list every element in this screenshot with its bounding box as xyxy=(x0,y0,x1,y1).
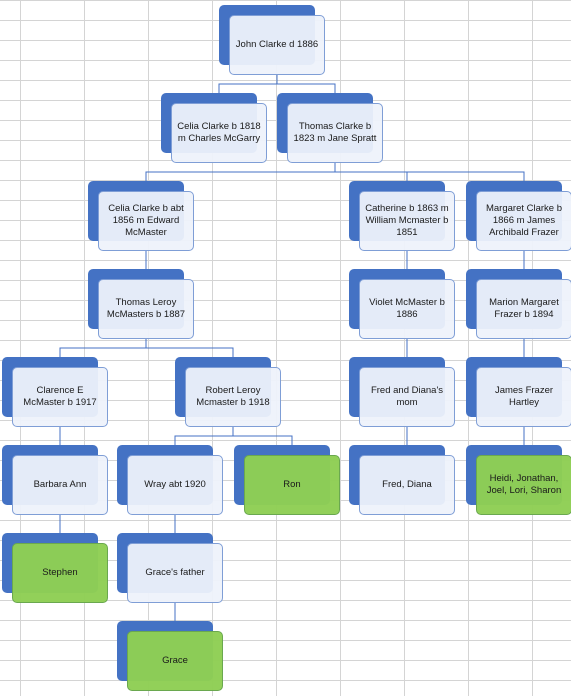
connector-john-celia1 xyxy=(218,75,278,93)
node-label: Marion Margaret Frazer b 1894 xyxy=(476,279,571,339)
node-label: Catherine b 1863 m William Mcmaster b 18… xyxy=(359,191,455,251)
node-label: Fred, Diana xyxy=(359,455,455,515)
node-label: Clarence E McMaster b 1917 xyxy=(12,367,108,427)
node-label: Fred and Diana's mom xyxy=(359,367,455,427)
node-label: Margaret Clarke b 1866 m James Archibald… xyxy=(476,191,571,251)
connector-john-thomas xyxy=(276,75,336,93)
node-label: Thomas Clarke b 1823 m Jane Spratt xyxy=(287,103,383,163)
node-label: Grace xyxy=(127,631,223,691)
connector-thomas-celia2 xyxy=(145,163,336,181)
node-label: Celia Clarke b 1818 m Charles McGarry xyxy=(171,103,267,163)
connector-robert-ron xyxy=(232,427,293,445)
node-label: Thomas Leroy McMasters b 1887 xyxy=(98,279,194,339)
node-label: Robert Leroy Mcmaster b 1918 xyxy=(185,367,281,427)
connector-thomasleroy-robert xyxy=(145,339,234,357)
node-label: Stephen xyxy=(12,543,108,603)
connector-robert-wray xyxy=(174,427,234,445)
node-label: Heidi, Jonathan, Joel, Lori, Sharon xyxy=(476,455,571,515)
node-label: Violet McMaster b 1886 xyxy=(359,279,455,339)
node-label: Grace's father xyxy=(127,543,223,603)
connector-thomas-margaret xyxy=(334,163,525,181)
node-label: Celia Clarke b abt 1856 m Edward McMaste… xyxy=(98,191,194,251)
node-label: James Frazer Hartley xyxy=(476,367,571,427)
node-label: Barbara Ann xyxy=(12,455,108,515)
node-label: Wray abt 1920 xyxy=(127,455,223,515)
node-label: John Clarke d 1886 xyxy=(229,15,325,75)
connector-thomasleroy-clarence xyxy=(59,339,147,357)
node-label: Ron xyxy=(244,455,340,515)
